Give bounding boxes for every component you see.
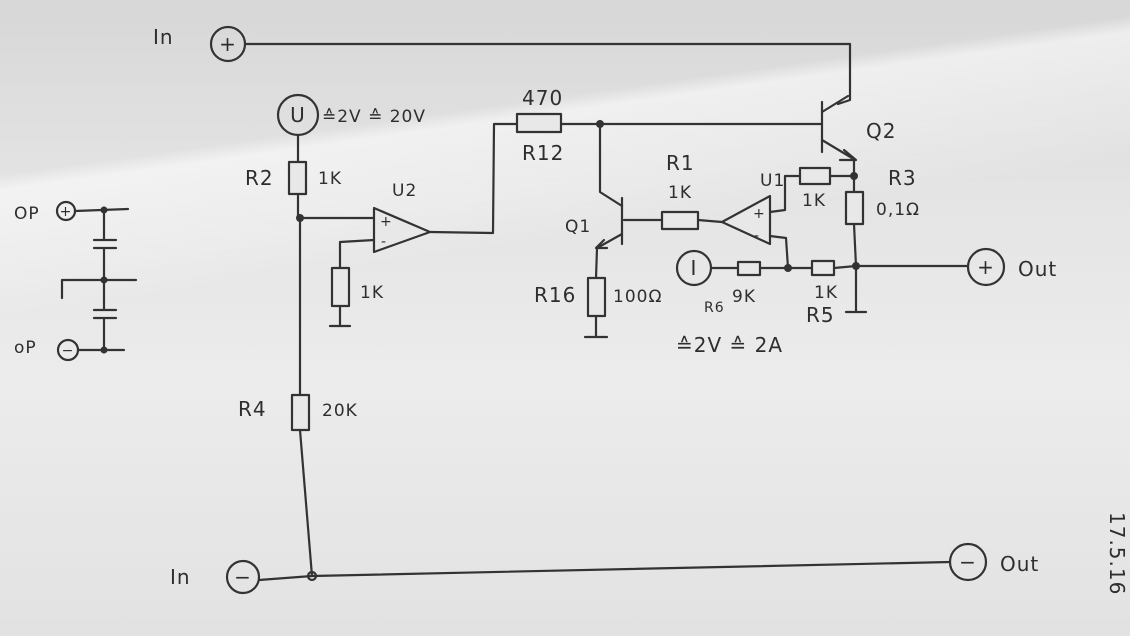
opamp-u2: + - U2 <box>372 181 432 254</box>
r1-name: R1 <box>666 151 695 175</box>
opamp-u1-body <box>720 194 772 246</box>
wire-u2-out-r12 <box>428 122 519 235</box>
capacitor-c2 <box>92 278 118 352</box>
resistor-r1 <box>660 210 700 231</box>
u2-minus: - <box>381 234 387 250</box>
r16-value: 100Ω <box>613 287 662 307</box>
transistor-q1: Q1 <box>565 122 624 250</box>
q1-collector <box>598 122 624 208</box>
in-minus-circle <box>225 559 261 595</box>
resistor-r12 <box>515 112 563 134</box>
out-minus-terminal: − Out <box>948 542 1039 582</box>
r6-name: R6 <box>704 300 725 316</box>
r2-value: 1K <box>318 169 342 189</box>
resistor-r2 <box>287 160 308 196</box>
q2-emitter <box>820 138 854 160</box>
ground-r16 <box>583 314 609 339</box>
u2-pull-value: 1K <box>360 283 384 303</box>
out-plus-circle <box>966 247 1006 287</box>
ground-r3 <box>844 264 868 314</box>
opamp-u1: + - U1 <box>720 171 785 246</box>
out-plus-terminal: + Out <box>966 247 1057 287</box>
capacitor-c1 <box>92 208 118 282</box>
u2-plus: + <box>380 214 393 230</box>
current-source-symbol: I <box>691 256 698 280</box>
r3-name: R3 <box>888 166 917 190</box>
voltage-source: U ≙2V ≙ 20V <box>276 93 426 137</box>
r3-value: 0,1Ω <box>876 200 920 220</box>
r4-value: 20K <box>322 401 358 421</box>
u1-name: U1 <box>760 171 785 191</box>
wire-u1-fb-left <box>768 174 802 214</box>
opamp-u2-body <box>372 206 432 254</box>
wire-u1-out <box>696 218 724 224</box>
out-plus-symbol: + <box>977 255 995 279</box>
r12-value: 470 <box>522 86 563 110</box>
out-minus-symbol: − <box>959 550 977 574</box>
op-supply-network: OP + oP − <box>14 200 138 362</box>
r5-name: R5 <box>806 303 835 327</box>
wire-u2-minus <box>338 238 376 270</box>
transistor-q2: Q2 <box>820 94 896 162</box>
wire-q1-r16 <box>594 246 599 280</box>
wire-u1-minus <box>768 234 790 270</box>
in-plus-label: In <box>153 25 174 49</box>
resistor-r6 <box>736 260 762 277</box>
resistor-r5 <box>810 259 836 277</box>
in-minus-label: In <box>170 565 191 589</box>
node-op-minus <box>100 346 108 354</box>
resistor-r16 <box>586 276 607 318</box>
voltage-source-symbol: U <box>290 103 306 127</box>
ground-u2-pull <box>328 304 352 328</box>
q1-emitter <box>595 232 624 250</box>
op-plus-label: OP <box>14 204 40 224</box>
q1-name: Q1 <box>565 217 591 237</box>
in-minus-symbol: − <box>234 565 252 589</box>
u1-fb-value: 1K <box>802 191 826 211</box>
op-minus-label: oP <box>14 338 37 358</box>
wire-r5-node <box>832 264 858 270</box>
wire-r4-ground <box>298 428 314 578</box>
in-plus-terminal: + In <box>153 25 247 63</box>
r6-value: 9K <box>732 287 756 307</box>
u1-plus: + <box>753 206 766 222</box>
r1-value: 1K <box>668 183 692 203</box>
u2-name: U2 <box>392 181 417 201</box>
q2-collector <box>820 94 850 114</box>
in-minus-terminal: − In <box>170 559 261 595</box>
in-plus-symbol: + <box>219 32 237 56</box>
wire-top-rail <box>243 42 852 106</box>
out-minus-label: Out <box>1000 552 1039 576</box>
q2-emitter-arrow <box>838 148 858 162</box>
r2-name: R2 <box>245 166 274 190</box>
resistor-r4 <box>290 393 311 432</box>
wire-op-mid <box>60 278 138 300</box>
r12-name: R12 <box>522 141 564 165</box>
node-ground <box>306 570 318 582</box>
op-plus-symbol: + <box>60 204 73 220</box>
r16-name: R16 <box>534 283 576 307</box>
wire-r3-bottom <box>852 222 858 268</box>
current-source-text: ≙2V ≙ 2A <box>676 333 783 357</box>
op-minus-symbol: − <box>62 343 75 359</box>
out-plus-label: Out <box>1018 257 1057 281</box>
q2-name: Q2 <box>866 119 896 143</box>
out-minus-circle <box>948 542 988 582</box>
resistor-u2-pull <box>330 266 351 308</box>
current-source: I <box>675 249 713 287</box>
wire-bottom-rail <box>257 560 952 582</box>
resistor-u1-feedback <box>798 166 832 186</box>
r4-name: R4 <box>238 397 267 421</box>
resistor-r3 <box>844 190 865 226</box>
u1-minus: - <box>754 228 760 244</box>
r5-value: 1K <box>814 283 838 303</box>
voltage-source-text: ≙2V ≙ 20V <box>322 107 426 127</box>
date-note: 17.5.16 <box>1105 512 1129 595</box>
